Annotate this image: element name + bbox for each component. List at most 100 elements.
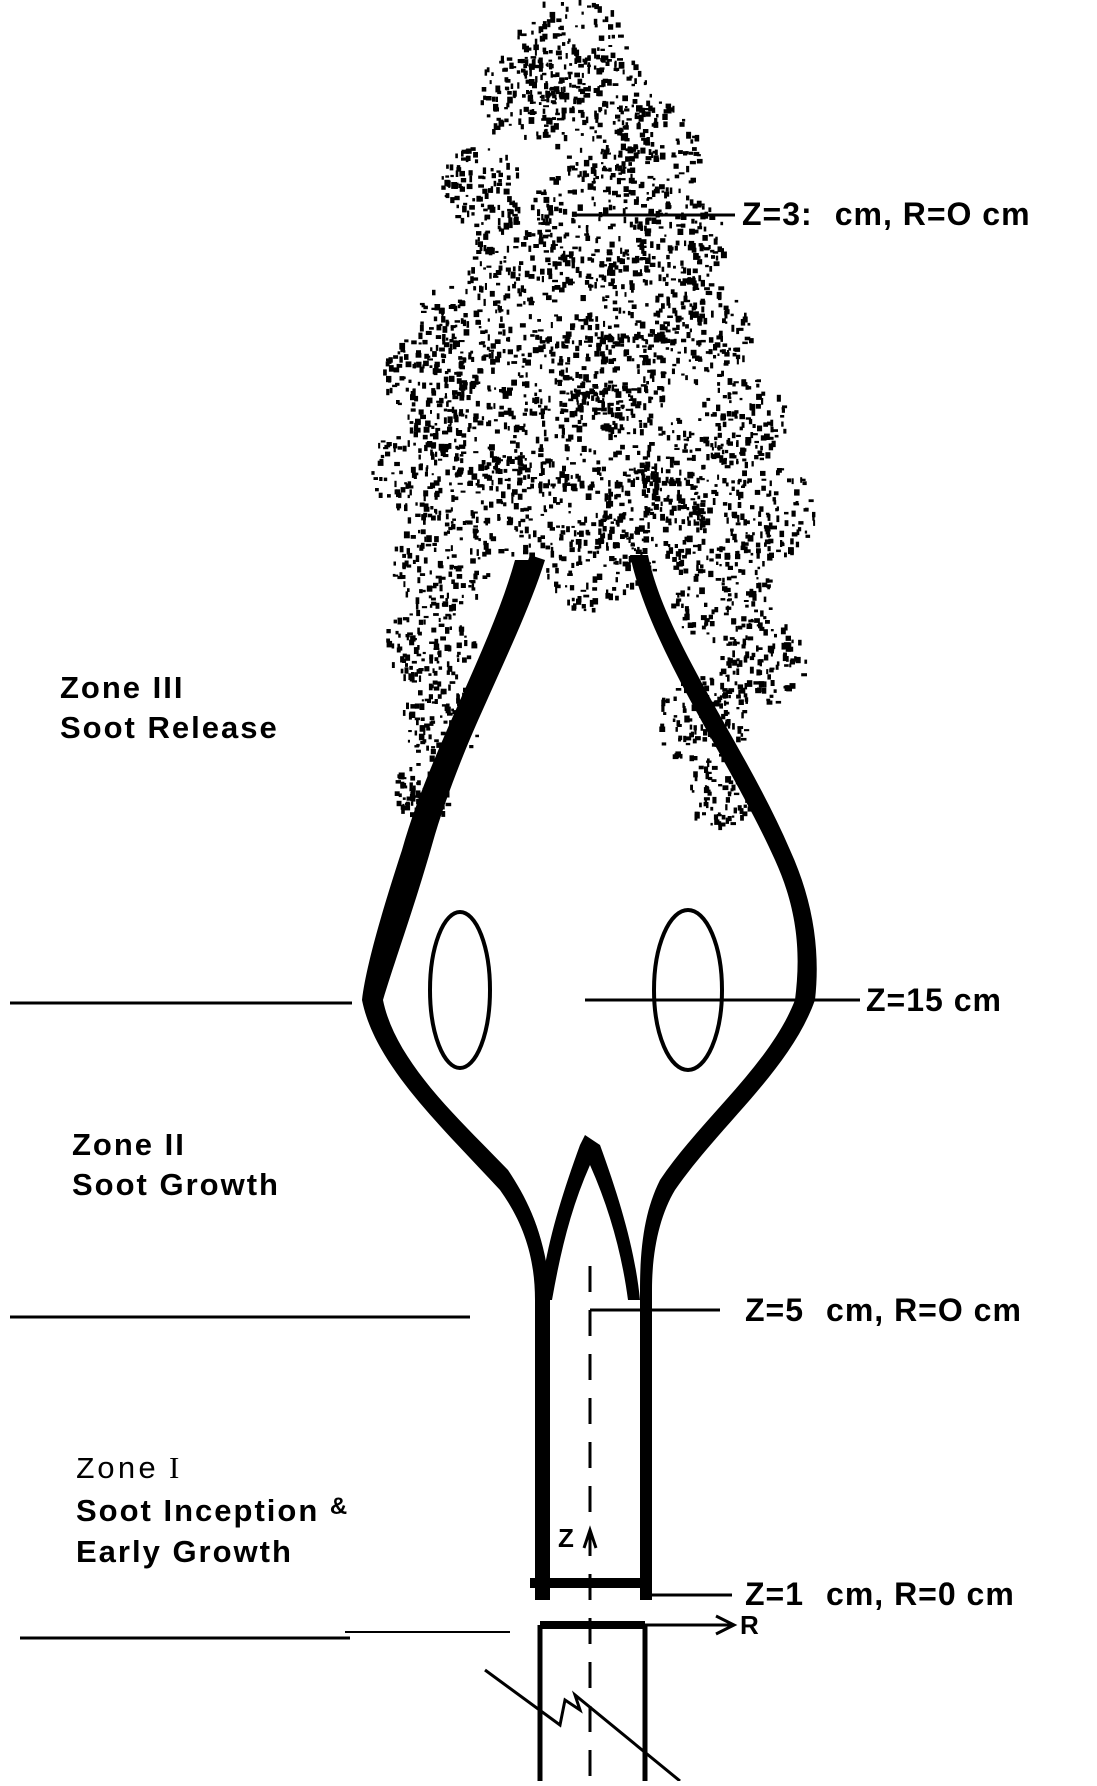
soot-speck — [621, 129, 624, 132]
soot-speck — [417, 577, 420, 583]
soot-speck — [438, 459, 442, 461]
soot-speck — [430, 433, 436, 436]
soot-speck — [461, 157, 466, 160]
soot-speck — [548, 263, 551, 265]
soot-speck — [728, 419, 733, 421]
soot-speck — [409, 666, 413, 670]
soot-speck — [738, 684, 743, 689]
soot-speck — [636, 238, 642, 243]
soot-speck — [419, 342, 422, 344]
soot-speck — [405, 561, 409, 567]
soot-speck — [525, 360, 531, 366]
soot-speck — [556, 18, 561, 22]
soot-speck — [581, 325, 585, 330]
soot-speck — [513, 91, 517, 97]
soot-speck — [526, 90, 529, 94]
callout-15cm: Z=15 cm — [866, 982, 1002, 1019]
soot-speck — [487, 114, 491, 117]
soot-speck — [766, 539, 771, 542]
soot-speck — [626, 389, 632, 394]
soot-speck — [792, 511, 796, 517]
soot-speck — [529, 70, 532, 77]
soot-speck — [588, 392, 590, 399]
soot-speck — [481, 341, 485, 343]
soot-speck — [443, 326, 448, 333]
soot-speck — [398, 403, 402, 405]
soot-speck — [461, 318, 464, 324]
soot-speck — [571, 526, 574, 528]
soot-speck — [636, 335, 642, 339]
soot-speck — [546, 64, 548, 66]
soot-speck — [482, 87, 487, 92]
soot-speck — [420, 322, 424, 325]
soot-speck — [411, 467, 416, 473]
soot-speck — [450, 626, 452, 630]
soot-speck — [728, 593, 732, 596]
soot-speck — [634, 78, 637, 84]
soot-speck — [565, 362, 570, 364]
soot-speck — [575, 410, 578, 416]
soot-speck — [633, 225, 636, 230]
soot-speck — [437, 403, 443, 407]
soot-speck — [479, 326, 482, 328]
soot-speck — [652, 502, 655, 506]
soot-speck — [637, 369, 640, 374]
soot-speck — [736, 355, 740, 359]
soot-speck — [667, 322, 670, 327]
soot-speck — [538, 453, 543, 457]
soot-speck — [746, 417, 751, 419]
soot-speck — [521, 69, 526, 73]
soot-speck — [718, 286, 724, 290]
soot-speck — [608, 480, 611, 487]
soot-speck — [757, 624, 760, 626]
soot-speck — [472, 427, 476, 430]
soot-speck — [427, 586, 433, 592]
soot-speck — [712, 766, 718, 770]
soot-speck — [761, 392, 765, 396]
soot-speck — [602, 515, 606, 518]
soot-speck — [437, 515, 441, 521]
soot-speck — [581, 590, 587, 592]
soot-speck — [653, 359, 656, 364]
soot-speck — [413, 364, 416, 368]
soot-speck — [500, 261, 503, 265]
soot-speck — [593, 576, 598, 583]
soot-speck — [613, 562, 617, 565]
soot-speck — [608, 45, 612, 47]
soot-speck — [665, 326, 668, 330]
soot-speck — [475, 159, 478, 163]
soot-speck — [563, 376, 568, 380]
soot-speck — [594, 19, 598, 25]
soot-speck — [414, 431, 418, 437]
soot-speck — [496, 170, 500, 172]
soot-speck — [796, 542, 799, 548]
soot-speck — [509, 222, 513, 229]
soot-speck — [534, 399, 537, 405]
soot-speck — [672, 328, 676, 331]
soot-speck — [467, 655, 471, 659]
soot-speck — [519, 273, 521, 276]
soot-speck — [434, 460, 437, 466]
soot-speck — [606, 345, 609, 350]
soot-speck — [457, 658, 459, 662]
soot-speck — [662, 742, 667, 745]
soot-speck — [531, 451, 535, 454]
soot-speck — [488, 334, 490, 340]
soot-speck — [550, 543, 552, 545]
soot-speck — [630, 583, 634, 590]
soot-speck — [446, 803, 452, 806]
soot-speck — [454, 439, 456, 443]
soot-speck — [582, 393, 587, 396]
soot-speck — [656, 244, 660, 250]
soot-speck — [684, 439, 689, 441]
soot-speck — [518, 345, 521, 350]
soot-speck — [687, 593, 689, 596]
soot-speck — [729, 400, 732, 403]
soot-speck — [555, 144, 560, 150]
soot-speck — [776, 515, 779, 522]
soot-speck — [404, 531, 410, 538]
soot-speck — [678, 279, 681, 283]
soot-speck — [686, 609, 690, 616]
soot-speck — [772, 429, 778, 432]
soot-speck — [405, 803, 410, 806]
